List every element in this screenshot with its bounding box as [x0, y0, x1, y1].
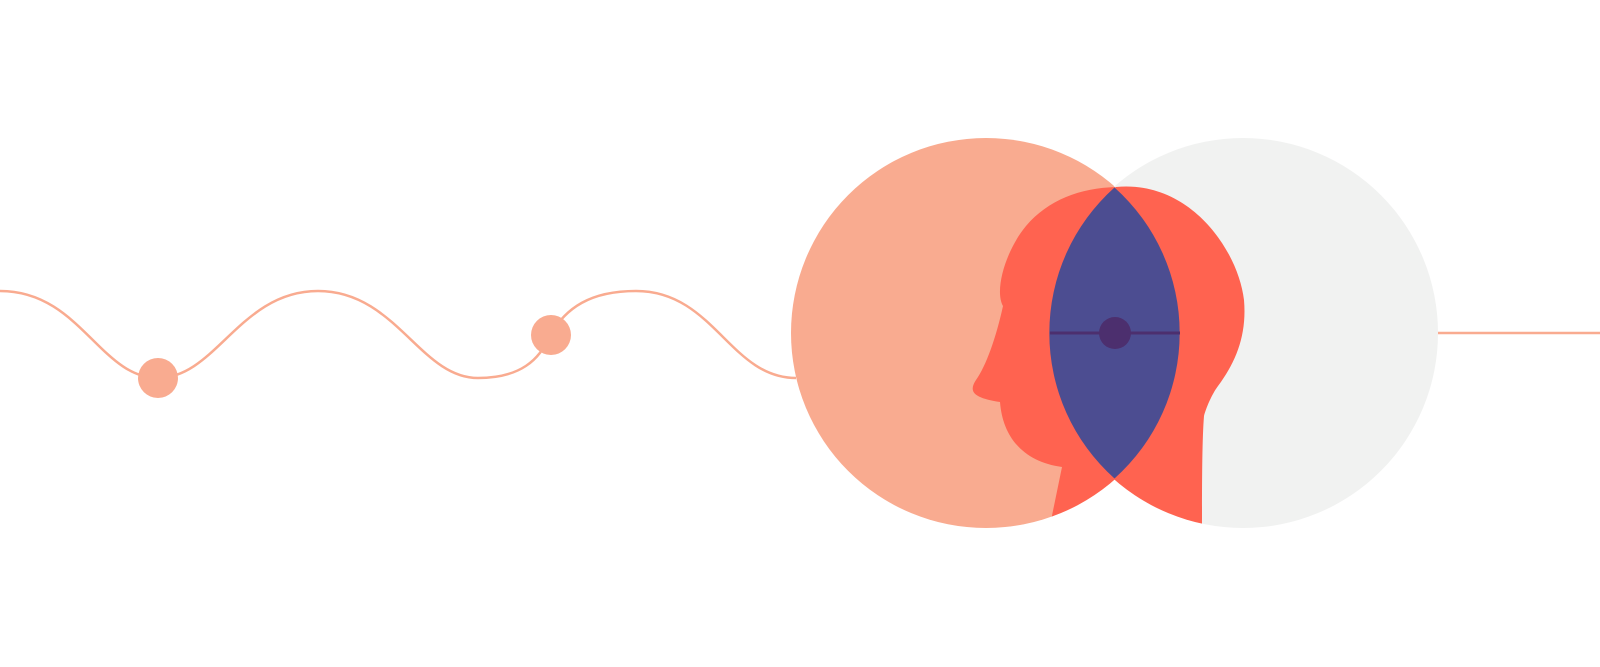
wave-dot-middle [531, 315, 571, 355]
center-node-icon [1099, 317, 1131, 349]
wave-line [0, 289, 797, 380]
wave-dot-left [138, 358, 178, 398]
